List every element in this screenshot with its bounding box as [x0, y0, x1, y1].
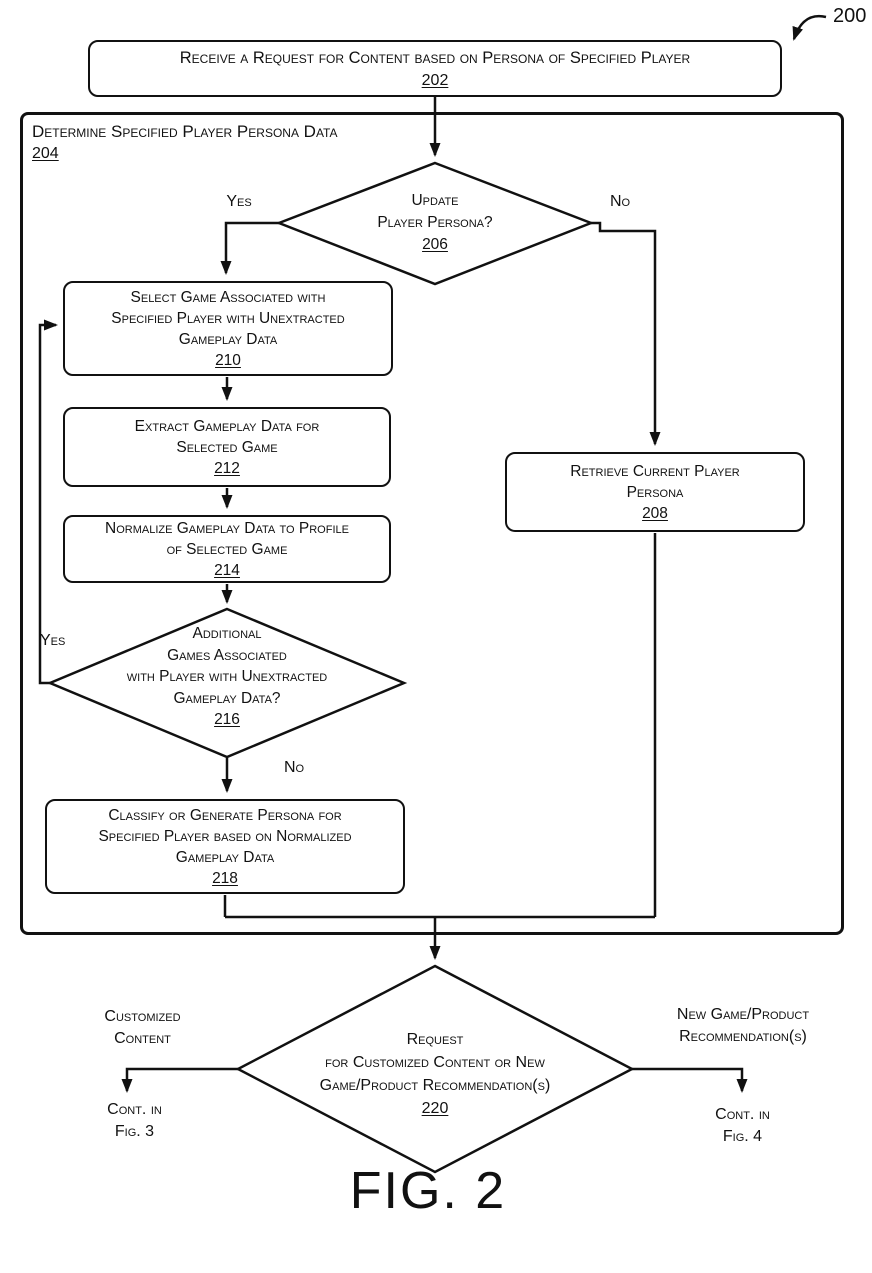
container-204-text: Determine Specified Player Persona Data — [32, 122, 338, 141]
continuation-fig4: Cont. in Fig. 4 — [700, 1104, 785, 1148]
figure-ref-200: 200 — [833, 5, 867, 27]
branch-label-line: New Game/Product — [676, 1006, 810, 1023]
decision-206-update-persona: Update Player Persona? 206 — [315, 190, 555, 256]
step-210-line: Gameplay Data — [178, 330, 278, 348]
step-212-ref: 212 — [214, 459, 240, 477]
container-204-ref: 204 — [32, 145, 59, 162]
decision-220-line: Game/Product Recommendation(s) — [319, 1077, 551, 1094]
edge-220-right-to-fig4 — [631, 1067, 748, 1093]
step-208-line: Retrieve Current Player — [570, 462, 740, 480]
decision-220-line: Request — [406, 1031, 464, 1048]
edge-206-yes-to-210 — [220, 221, 284, 275]
decision-216-line: Gameplay Data? — [173, 689, 281, 707]
edge-220-left-to-fig3 — [121, 1067, 239, 1093]
step-212-extract-gameplay: Extract Gameplay Data for Selected Game … — [63, 407, 391, 487]
diamond-220-shape — [235, 964, 635, 1174]
continuation-line: Cont. in — [715, 1106, 770, 1123]
step-210-select-game: Select Game Associated with Specified Pl… — [63, 281, 393, 376]
edge-label-yes-216: Yes — [40, 632, 66, 649]
step-214-normalize-gameplay: Normalize Gameplay Data to Profile of Se… — [63, 515, 391, 583]
diamond-216-shape — [46, 607, 408, 759]
branch-label-new-game-product: New Game/Product Recommendation(s) — [650, 1004, 836, 1048]
continuation-line: Fig. 3 — [114, 1123, 155, 1140]
step-202-receive-request: Receive a Request for Content based on P… — [88, 40, 782, 97]
step-208-retrieve-persona: Retrieve Current Player Persona 208 — [505, 452, 805, 532]
edge-206-no-to-208 — [590, 221, 661, 446]
step-214-line: of Selected Game — [166, 540, 288, 558]
step-212-line: Extract Gameplay Data for — [134, 417, 320, 435]
step-210-line: Specified Player with Unextracted — [111, 309, 345, 327]
decision-206-line: Player Persona? — [377, 214, 493, 231]
step-214-ref: 214 — [214, 561, 240, 579]
step-218-ref: 218 — [212, 869, 238, 887]
container-204-label: Determine Specified Player Persona Data … — [32, 120, 338, 164]
branch-label-customized-content: Customized Content — [85, 1006, 200, 1050]
edge-216-yes-loop-to-210 — [38, 319, 58, 685]
step-218-line: Specified Player based on Normalized — [98, 827, 352, 845]
container-box-204 — [20, 112, 844, 935]
step-218-classify-persona: Classify or Generate Persona for Specifi… — [45, 799, 405, 894]
decision-216-line: with Player with Unextracted — [126, 668, 328, 685]
step-202-text: Receive a Request for Content based on P… — [179, 48, 691, 67]
diamond-206-shape — [275, 161, 595, 286]
decision-220-request-type: Request for Customized Content or New Ga… — [275, 1028, 595, 1120]
decision-216-additional-games: Additional Games Associated with Player … — [87, 623, 367, 731]
figure-ref-arrow — [792, 14, 827, 41]
step-208-line: Persona — [626, 483, 684, 501]
step-208-ref: 208 — [642, 504, 668, 522]
decision-220-ref: 220 — [421, 1100, 449, 1117]
edge-label-no-206: No — [609, 193, 631, 210]
decision-220-line: for Customized Content or New — [325, 1054, 545, 1071]
step-214-line: Normalize Gameplay Data to Profile — [105, 519, 349, 537]
decision-206-ref: 206 — [422, 236, 448, 253]
branch-label-line: Recommendation(s) — [679, 1028, 807, 1045]
step-218-line: Classify or Generate Persona for — [108, 806, 342, 824]
branch-label-line: Content — [114, 1030, 171, 1047]
edge-label-yes-206: Yes — [226, 193, 252, 210]
decision-216-line: Additional — [192, 625, 262, 642]
continuation-line: Fig. 4 — [722, 1128, 763, 1145]
step-210-line: Select Game Associated with — [130, 288, 326, 306]
branch-label-line: Customized — [104, 1008, 181, 1025]
step-210-ref: 210 — [215, 351, 241, 369]
step-212-line: Selected Game — [176, 438, 278, 456]
step-202-ref: 202 — [421, 71, 449, 89]
figure-caption: FIG. 2 — [349, 1162, 507, 1220]
decision-216-ref: 216 — [214, 711, 240, 728]
continuation-line: Cont. in — [107, 1101, 162, 1118]
decision-206-line: Update — [411, 192, 459, 209]
step-218-line: Gameplay Data — [175, 848, 275, 866]
continuation-fig3: Cont. in Fig. 3 — [92, 1099, 177, 1143]
edge-label-no-216: No — [283, 759, 305, 776]
decision-216-line: Games Associated — [167, 646, 287, 664]
